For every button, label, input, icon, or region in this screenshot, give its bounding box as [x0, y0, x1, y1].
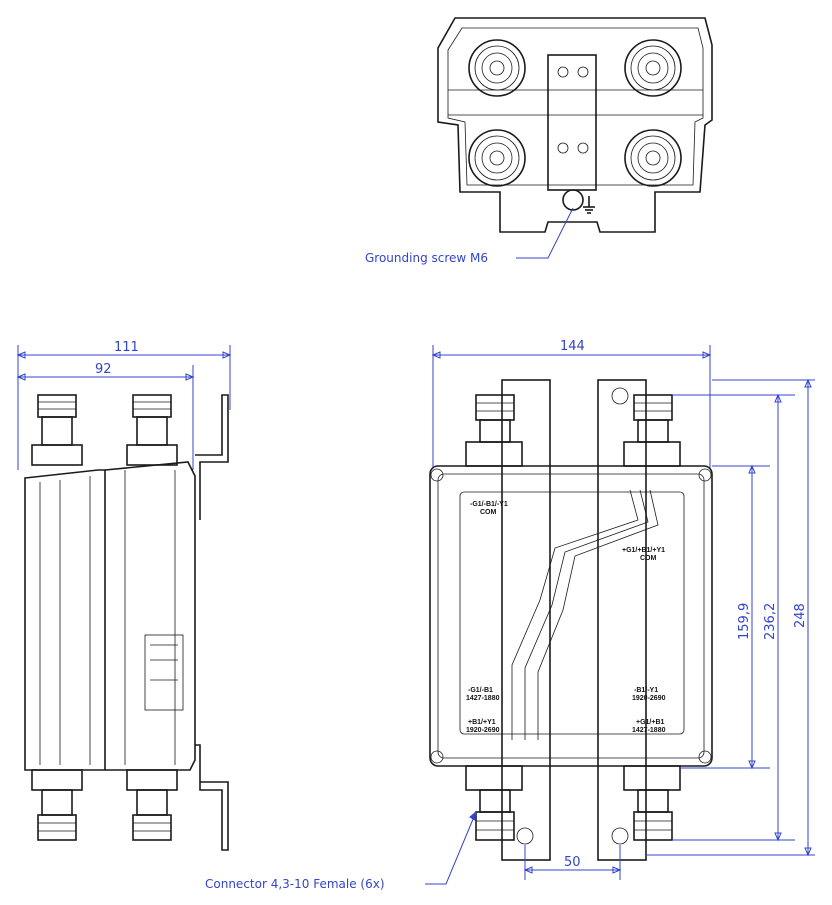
dim-236-2: 236,2 [763, 603, 778, 640]
front-view: 144 [205, 339, 815, 891]
port-label-bot-left: +B1/+Y1 [468, 719, 496, 726]
dim-111: 111 [114, 340, 139, 355]
port-label-top-right: +G1/+B1/+Y1 [622, 547, 665, 554]
side-connector-bottom-2 [126, 769, 178, 841]
port-label-bot-left-freq: 1920-2690 [466, 727, 500, 734]
dim-50: 50 [564, 855, 581, 870]
dim-144: 144 [560, 339, 585, 354]
side-connector-top-2 [126, 394, 178, 466]
port-label-top-left: -G1/-B1/-Y1 [470, 501, 508, 508]
front-connector-bottom-left [465, 765, 523, 841]
dim-159-9: 159,9 [737, 603, 752, 640]
port-label-mid-left-freq: 1427-1880 [466, 695, 500, 702]
top-view: Grounding screw M6 [365, 17, 713, 265]
grounding-screw-label: Grounding screw M6 [365, 251, 488, 265]
side-connector-bottom-1 [31, 769, 83, 841]
top-connector-tl [468, 39, 526, 97]
port-label-top-left-com: COM [480, 509, 497, 516]
dim-92: 92 [95, 362, 112, 377]
front-connector-bottom-right [623, 765, 681, 841]
ground-symbol-icon [583, 196, 595, 214]
port-label-bot-right: +G1/+B1 [636, 719, 665, 726]
port-label-mid-left: -G1/-B1 [468, 687, 493, 694]
connector-label: Connector 4,3-10 Female (6x) [205, 877, 385, 891]
front-connector-top-right [623, 394, 681, 467]
top-connector-br [624, 129, 682, 187]
port-label-bot-right-freq: 1427-1880 [632, 727, 666, 734]
side-connector-top-1 [31, 394, 83, 466]
top-connector-bl [468, 129, 526, 187]
top-connector-tr [624, 39, 682, 97]
port-label-top-right-com: COM [640, 555, 657, 562]
front-connector-top-left [465, 394, 523, 467]
port-label-mid-right-freq: 1920-2690 [632, 695, 666, 702]
port-label-mid-right: -B1/-Y1 [634, 687, 658, 694]
dim-248: 248 [793, 603, 808, 628]
side-view: 111 92 [16, 340, 232, 851]
